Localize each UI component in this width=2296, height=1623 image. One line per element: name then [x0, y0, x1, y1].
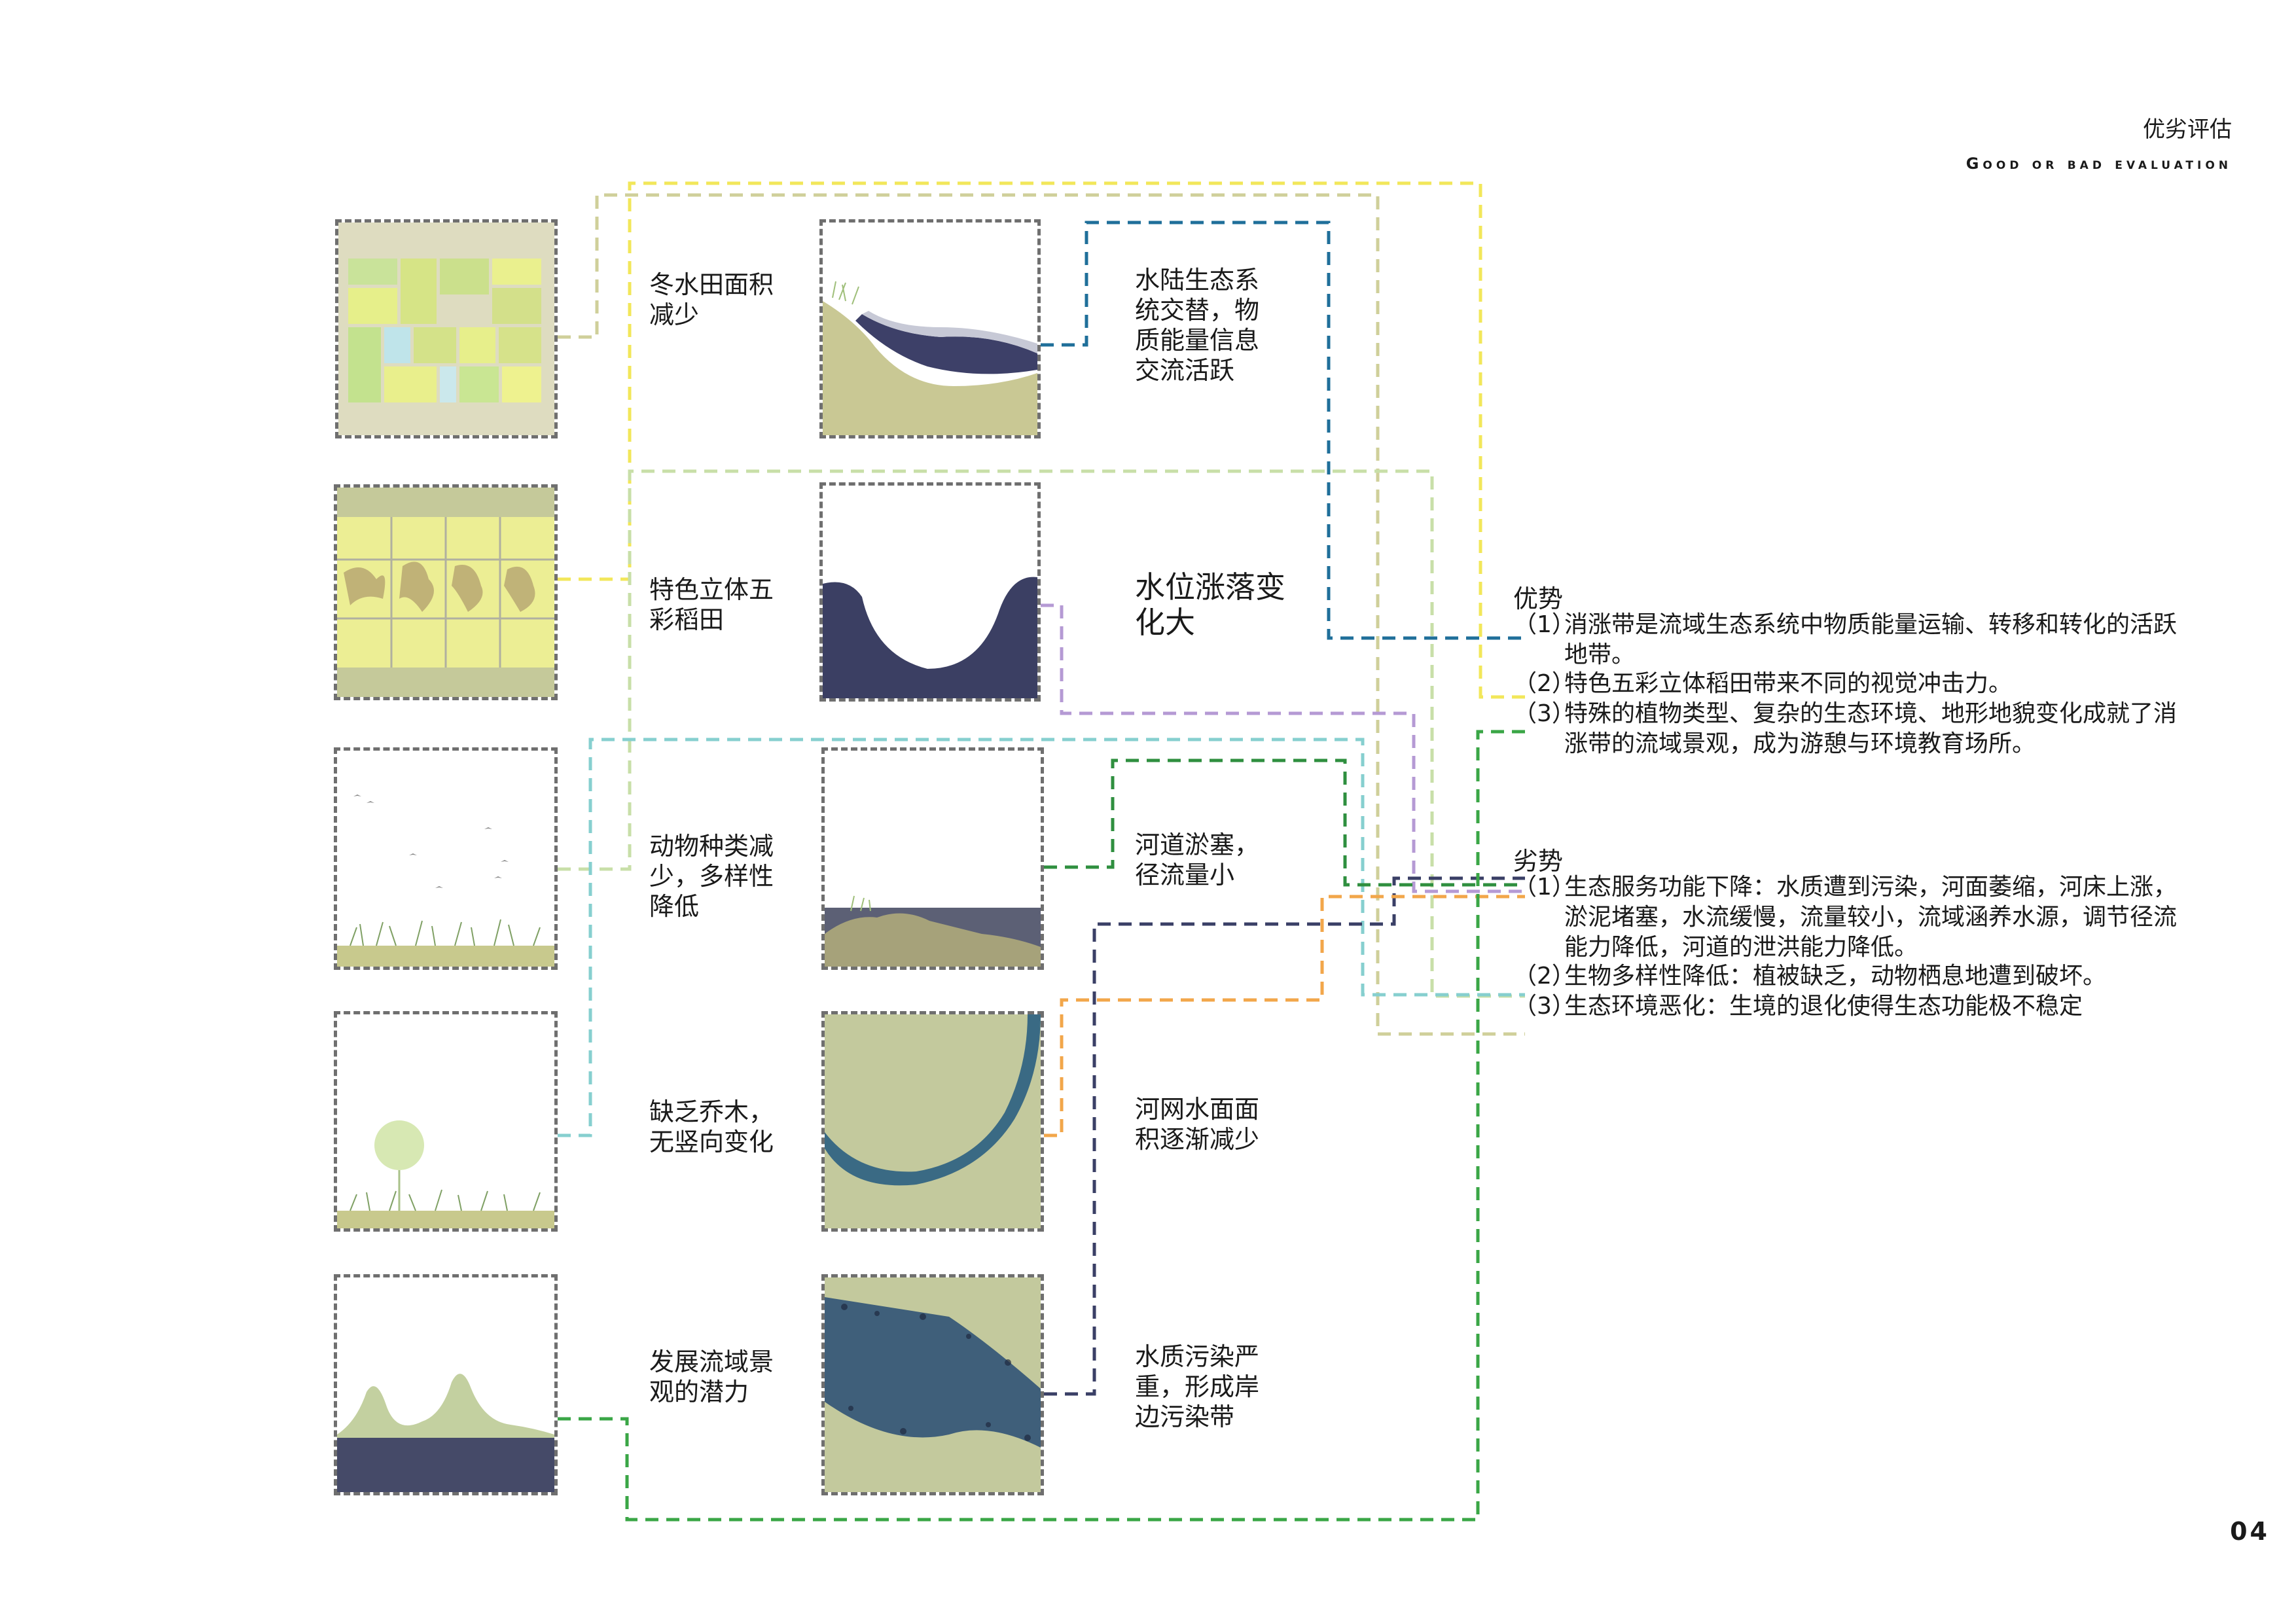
paddy-field-illustration: [338, 223, 554, 435]
connector-navy: [1044, 876, 1525, 1396]
tile-silted-river: [821, 747, 1044, 970]
label-river-network: 河网水面面 积逐渐减少: [1135, 1095, 1260, 1154]
advantage-item: （2） 特色五彩立体稻田带来不同的视觉冲击力。: [1513, 669, 2233, 700]
terraced-paddy-illustration: [337, 488, 554, 697]
label-water-pollution: 水质污染严 重，形成岸 边污染带: [1135, 1342, 1260, 1431]
disadvantage-number: （2）: [1513, 963, 1575, 990]
connector-lavender: [1041, 603, 1525, 893]
tile-river-network: [821, 1011, 1044, 1232]
tile-landscape-potential: [334, 1274, 558, 1495]
label-winter-paddy: 冬水田面积 减少: [649, 270, 774, 329]
disadvantage-item: （1） 生态服务功能下降：水质遭到污染，河面萎缩，河床上涨， 淤泥堵塞，水流缓慢…: [1513, 872, 2233, 964]
tile-winter-paddy: [335, 219, 558, 438]
advantage-number: （1）: [1513, 611, 1575, 638]
label-silted-river: 河道淤塞， 径流量小: [1135, 830, 1260, 889]
tile-water-pollution: [821, 1274, 1044, 1495]
silted-river-illustration: [825, 751, 1041, 967]
label-terraced-paddy: 特色立体五 彩稻田: [649, 575, 774, 634]
page-number: 04: [2230, 1517, 2270, 1546]
label-landscape-potential: 发展流域景 观的潜力: [649, 1347, 774, 1406]
tile-animal-decline: [334, 747, 558, 970]
hills-water-illustration: [337, 1277, 554, 1492]
birds-grass-illustration: [337, 751, 554, 967]
page-title: 优劣评估: [2143, 116, 2232, 143]
disadvantage-text: 生物多样性降低：植被缺乏，动物栖息地遭到破坏。: [1564, 963, 2107, 990]
advantage-text: 消涨带是流域生态系统中物质能量运输、转移和转化的活跃 地带。: [1564, 611, 2178, 668]
polluted-river-illustration: [825, 1277, 1041, 1492]
connector-dark-green: [1044, 758, 1525, 887]
tree-grass-illustration: [337, 1014, 554, 1228]
disadvantage-text: 生态环境恶化：生境的退化使得生态功能极不稳定: [1564, 993, 2083, 1020]
water-level-illustration: [823, 486, 1037, 698]
page-subtitle: Good or bad evaluation: [1965, 154, 2232, 173]
advantage-item: （1） 消涨带是流域生态系统中物质能量运输、转移和转化的活跃 地带。: [1513, 610, 2233, 673]
connector-orange: [1044, 895, 1525, 1137]
label-no-trees: 缺乏乔木， 无竖向变化: [649, 1097, 774, 1156]
advantage-number: （2）: [1513, 670, 1575, 697]
disadvantage-item: （2） 生物多样性降低：植被缺乏，动物栖息地遭到破坏。: [1513, 961, 2233, 993]
tile-no-trees: [334, 1011, 558, 1232]
shore-slope-illustration: [823, 223, 1037, 435]
disadvantages-title: 劣势: [1513, 847, 1564, 876]
advantage-item: （3） 特殊的植物类型、复杂的生态环境、地形地貌变化成就了消 涨带的流域景观，成…: [1513, 699, 2233, 762]
disadvantage-number: （1）: [1513, 874, 1575, 901]
label-animal-decline: 动物种类减 少，多样性 降低: [649, 832, 774, 921]
advantages-title: 优势: [1513, 584, 1564, 613]
disadvantage-item: （3） 生态环境恶化：生境的退化使得生态功能极不稳定: [1513, 991, 2233, 1023]
disadvantage-text: 生态服务功能下降：水质遭到污染，河面萎缩，河床上涨， 淤泥堵塞，水流缓慢，流量较…: [1564, 874, 2178, 961]
tile-terraced-paddy: [334, 484, 558, 700]
advantage-number: （3）: [1513, 700, 1575, 727]
disadvantage-number: （3）: [1513, 993, 1575, 1020]
tile-water-level: [819, 482, 1041, 702]
river-network-illustration: [825, 1014, 1041, 1228]
advantage-text: 特色五彩立体稻田带来不同的视觉冲击力。: [1564, 670, 2013, 697]
advantage-text: 特殊的植物类型、复杂的生态环境、地形地貌变化成就了消 涨带的流域景观，成为游憩与…: [1564, 700, 2178, 757]
label-land-water-exchange: 水陆生态系 统交替，物 质能量信息 交流活跃: [1135, 266, 1260, 385]
tile-land-water-exchange: [819, 219, 1041, 438]
label-water-level: 水位涨落变 化大: [1135, 569, 1285, 640]
